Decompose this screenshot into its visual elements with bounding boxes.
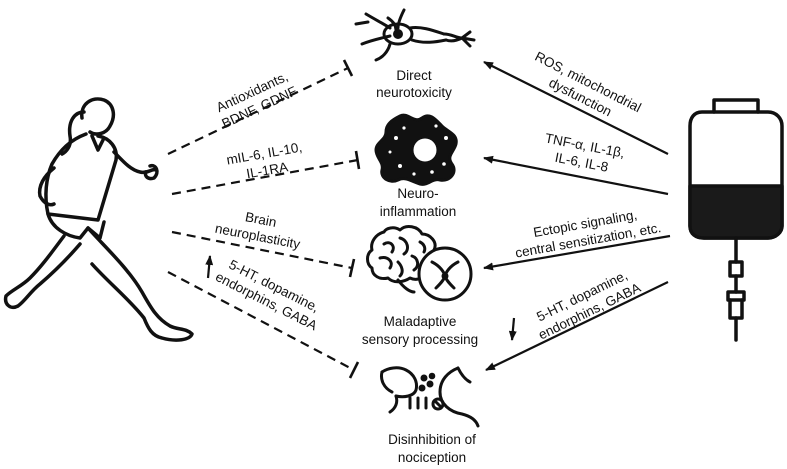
inhibit-nociception-line (167, 271, 355, 371)
exercise-plasticity-line1: Brain (244, 209, 278, 230)
cytokine-arrow (483, 155, 669, 196)
inhibit-sensory-bar (348, 258, 356, 278)
target-nociception-line2: nociception (398, 450, 466, 465)
target-sensory-line2: sensory processing (362, 332, 478, 347)
ros-arrow (483, 61, 669, 155)
increase-arrow (205, 255, 214, 279)
exercise-inhibition-lines (167, 59, 361, 379)
exercise-antiinflammatory-line2: IL-1RA (245, 159, 289, 181)
chemo-activation-arrows (483, 61, 671, 371)
microglia-icon (374, 113, 458, 186)
runner-icon (3, 97, 194, 342)
neurotransmitter-arrow (485, 281, 669, 371)
iv-bag-icon (688, 98, 784, 342)
decrease-arrow (508, 317, 517, 341)
target-neuroinflammation-line2: inflammation (380, 204, 457, 219)
inhibit-neurotoxicity-line (167, 67, 349, 155)
target-neurotoxicity-line2: neurotoxicity (376, 85, 452, 100)
inhibit-sensory-line (171, 230, 353, 270)
inhibit-neuroinflammation-bar (354, 150, 361, 170)
target-neuroinflammation-line1: Neuro- (397, 186, 438, 201)
neuron-icon (354, 8, 476, 62)
target-nociception-line1: Disinhibition of (388, 432, 476, 447)
inhibit-neuroinflammation-line (171, 158, 359, 196)
inhibit-neurotoxicity-bar (342, 59, 354, 77)
target-neurotoxicity-line1: Direct (396, 68, 432, 83)
synapse-icon (380, 366, 480, 428)
ectopic-arrow (483, 234, 671, 271)
brain-spinal-cord-icon (366, 225, 473, 302)
target-sensory-line1: Maladaptive (384, 314, 457, 329)
inhibit-nociception-bar (348, 361, 360, 379)
